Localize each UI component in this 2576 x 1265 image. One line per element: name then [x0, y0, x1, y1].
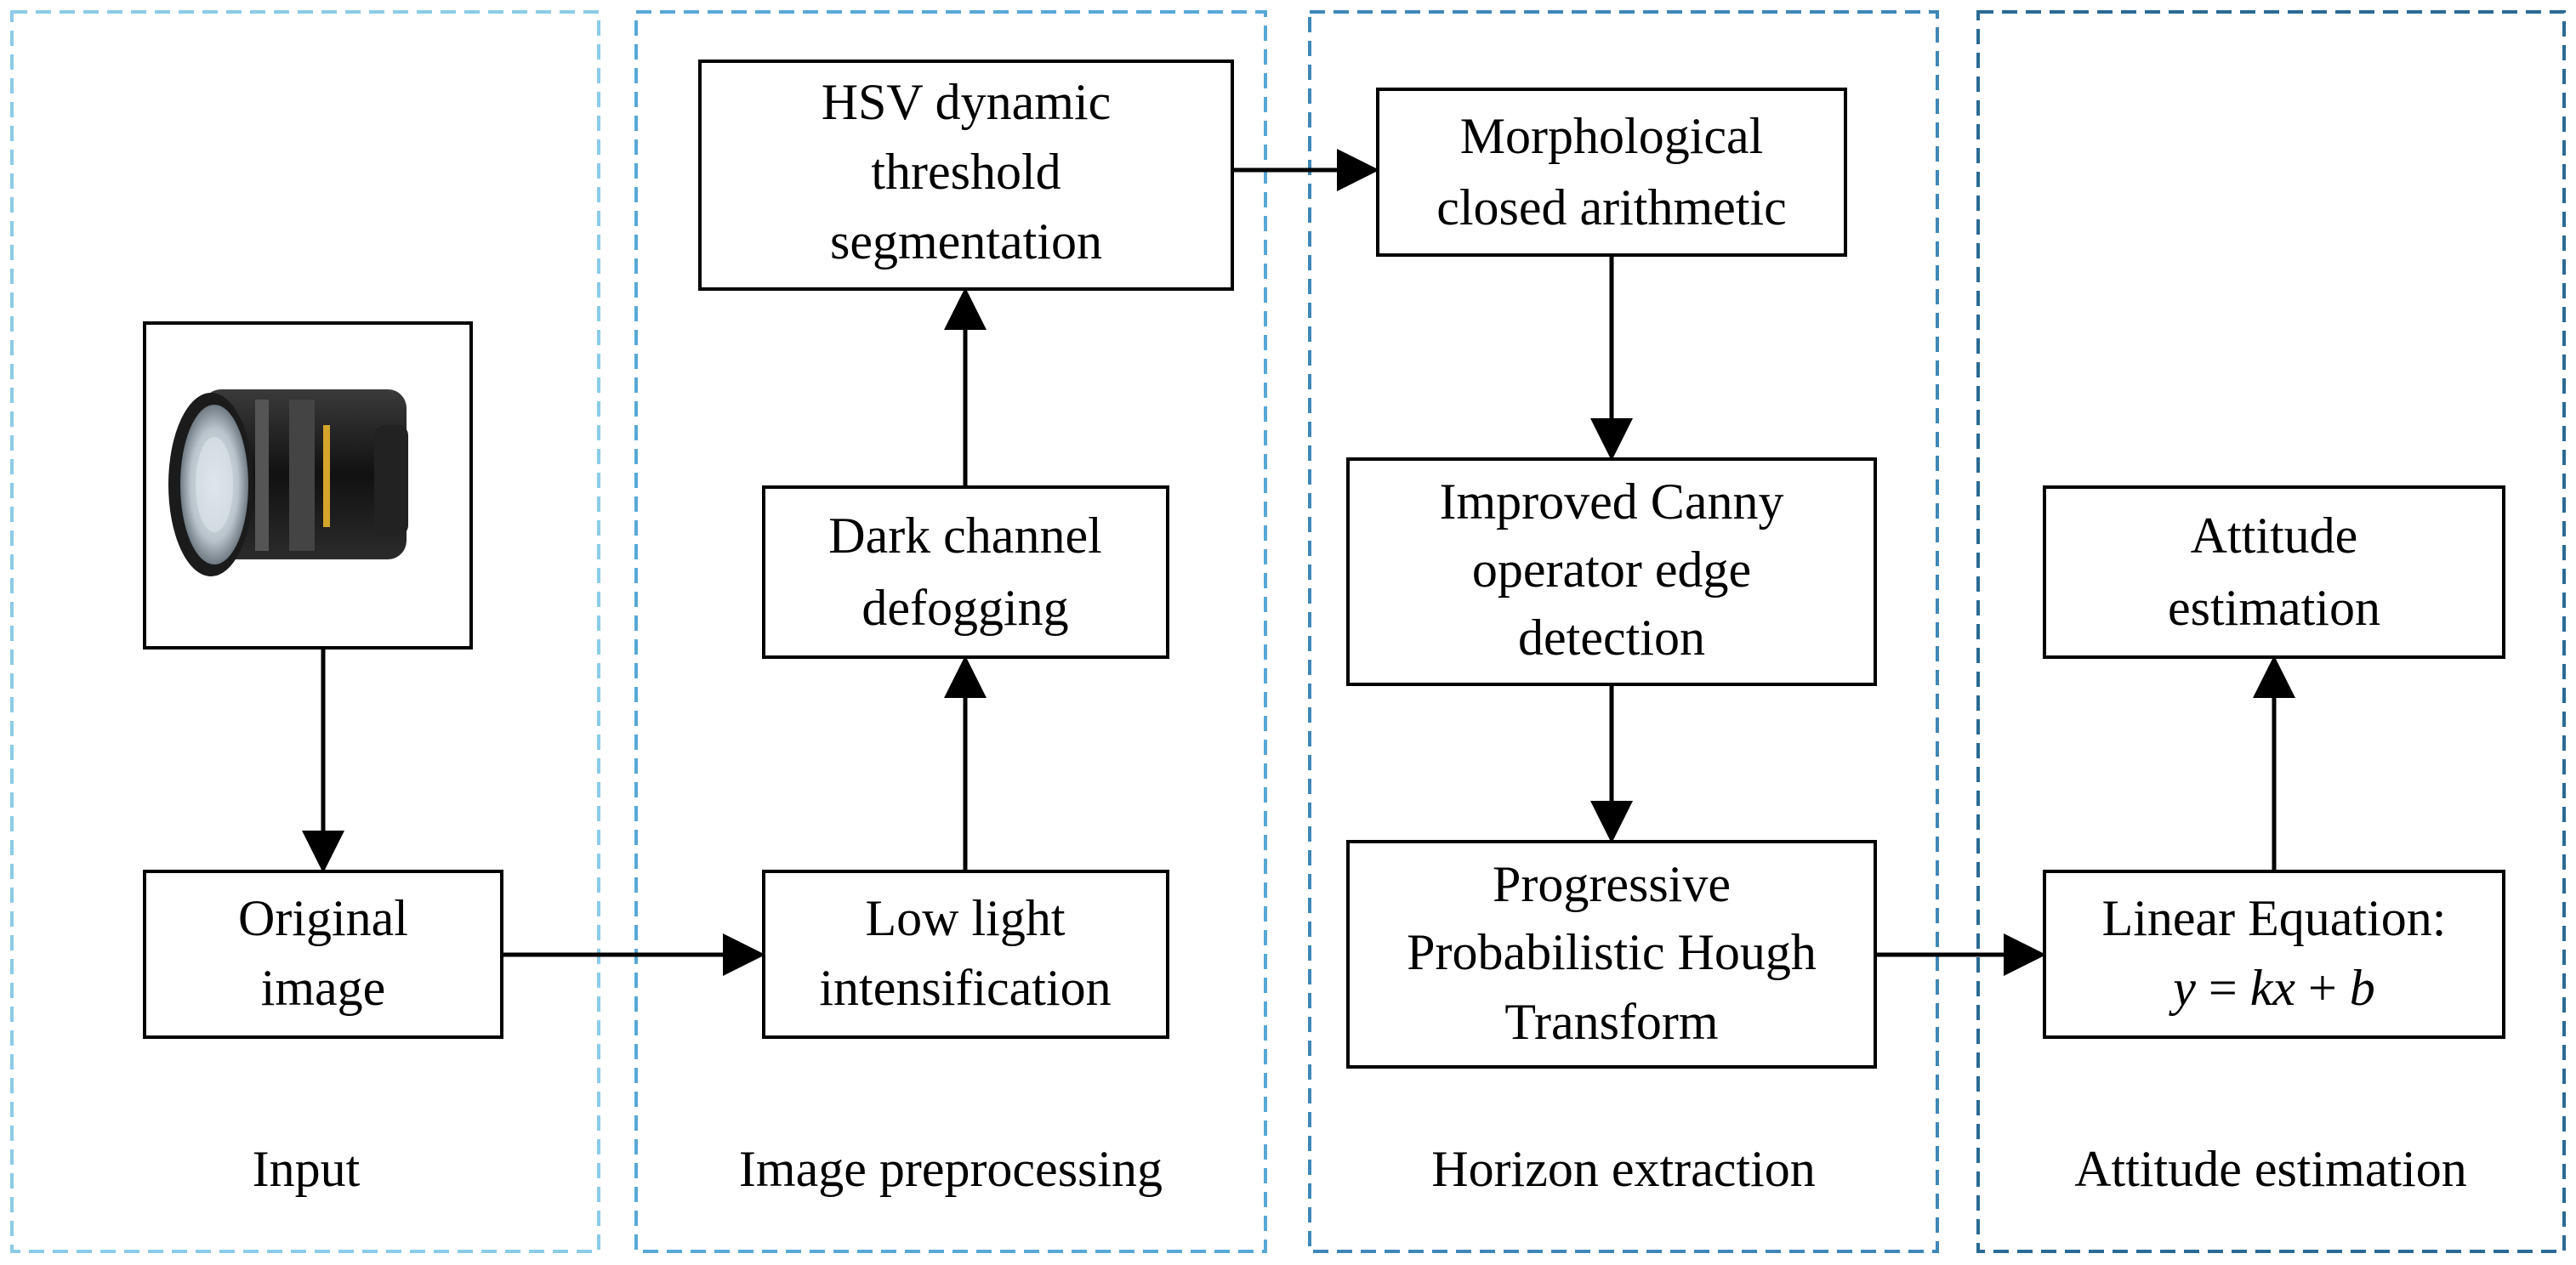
caption-image-preprocessing: Image preprocessing	[739, 1141, 1163, 1197]
box-original-image	[143, 870, 503, 1039]
panel-input	[10, 10, 600, 1253]
hsv-line1: HSV dynamic	[822, 74, 1112, 130]
hsv-line2: threshold	[871, 144, 1061, 200]
hough-line1: Progressive	[1493, 856, 1731, 912]
panel-attitude-estimation	[1976, 10, 2566, 1253]
attitude-box-line1: Attitude	[2191, 508, 2358, 564]
box-dark-channel	[762, 485, 1169, 659]
attitude-box-line2: estimation	[2168, 580, 2380, 636]
caption-horizon-extraction: Horizon extraction	[1431, 1141, 1816, 1197]
linear-line1: Linear Equation:	[2102, 890, 2447, 946]
panel-horizon-extraction	[1308, 10, 1939, 1253]
box-hough	[1346, 840, 1877, 1069]
camera-lens-icon	[168, 389, 408, 576]
original-line1: Original	[238, 890, 408, 946]
box-linear-equation	[2043, 870, 2505, 1039]
caption-input: Input	[253, 1141, 361, 1197]
box-attitude-estimation	[2043, 485, 2505, 659]
dark-channel-line2: defogging	[862, 580, 1068, 636]
original-line2: image	[261, 960, 386, 1016]
low-light-line2: intensification	[819, 960, 1111, 1016]
caption-attitude-estimation: Attitude estimation	[2074, 1141, 2467, 1197]
box-low-light	[762, 870, 1169, 1039]
hough-line3: Transform	[1504, 994, 1718, 1050]
canny-line1: Improved Canny	[1440, 474, 1784, 530]
morph-line2: closed arithmetic	[1436, 179, 1787, 235]
linear-equation: y = kx + b	[2168, 960, 2375, 1016]
hsv-line3: segmentation	[830, 213, 1102, 269]
panel-image-preprocessing	[634, 10, 1267, 1253]
canny-line3: detection	[1518, 610, 1705, 666]
dark-channel-line1: Dark channel	[828, 508, 1102, 564]
canny-line2: operator edge	[1472, 542, 1751, 598]
hough-line2: Probabilistic Hough	[1407, 924, 1817, 980]
low-light-line1: Low light	[866, 890, 1066, 946]
morph-line1: Morphological	[1460, 108, 1764, 164]
